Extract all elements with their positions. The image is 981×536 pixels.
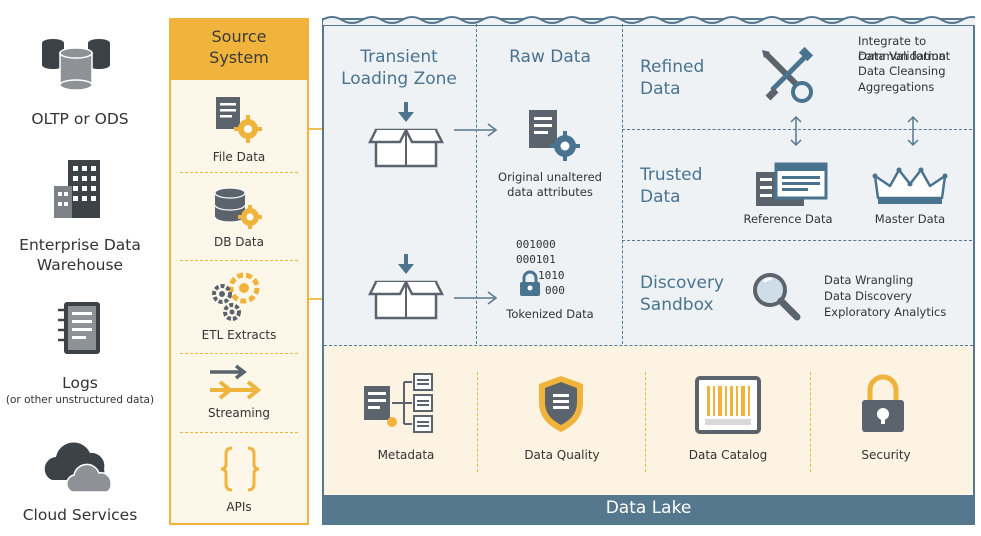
zone-divider [622,240,972,241]
open-box-icon [367,102,445,168]
data-lake-title: Data Lake [605,498,692,518]
source-edw-label: Enterprise Data Warehouse [19,236,141,274]
zone-divider [622,24,623,344]
transient-to-raw-arrow [454,291,498,305]
refined-note: Data Validation [858,49,946,63]
governance-quality-label: Data Quality [524,448,600,462]
metadata-icon [364,373,433,433]
discovery-zone-title: Discovery Sandbox [640,273,724,315]
file-gear-icon [216,97,262,143]
binary-line: 000101 [516,253,556,266]
zone-divider [622,129,972,130]
reference-data-label: Reference Data [743,212,833,226]
source-logs-sublabel: (or other unstructured data) [5,394,155,406]
source-item-apis: APIs [226,500,252,514]
source-divider [180,172,298,173]
binary-line: 1010 [538,269,565,282]
master-data-label: Master Data [874,212,946,226]
data-lake-footer [322,495,975,525]
tokenized-data-label: Tokenized Data [506,307,594,321]
double-arrow-icon [907,115,919,147]
water-wave-edge [322,16,975,26]
streaming-arrows-icon [210,364,262,400]
source-oltp-label: OLTP or ODS [31,110,129,128]
governance-divider [477,372,478,472]
notebook-icon [58,302,100,354]
refined-note: Data Cleansing [858,64,946,78]
open-box-icon [367,254,445,320]
shield-icon [539,376,583,432]
transient-zone-title: Transient Loading Zone [341,47,457,89]
trusted-zone-title: Trusted Data [640,165,703,207]
refined-zone-title: Refined Data [640,57,705,99]
zone-divider [476,24,477,344]
cloud-icon [44,442,112,493]
source-system-title: Source System [209,27,269,67]
padlock-icon [520,270,540,296]
source-divider [180,432,298,433]
source-divider [180,353,298,354]
source-cloud-label: Cloud Services [22,506,138,524]
discovery-note: Data Discovery [824,289,912,303]
refined-note: Aggregations [858,80,935,94]
discovery-note: Exploratory Analytics [824,305,947,319]
source-item-streaming: Streaming [208,406,270,420]
barcode-icon [695,376,761,434]
gears-icon [212,272,260,321]
governance-metadata-label: Metadata [377,448,435,462]
governance-security-label: Security [861,448,911,462]
double-arrow-icon [790,115,802,147]
database-gear-icon [214,187,262,229]
wrench-screwdriver-icon [762,46,814,103]
source-item-db-data: DB Data [214,235,264,249]
raw-zone-title: Raw Data [509,47,591,67]
reference-docs-icon [756,162,828,206]
binary-line: 000 [545,284,565,297]
database-cylinders-icon [42,39,110,91]
raw-description: Original unaltered data attributes [498,170,602,199]
file-gear-icon [529,110,580,161]
binary-line: 001000 [516,238,556,251]
padlock-icon [862,374,904,432]
governance-divider [645,372,646,472]
source-system-header [169,18,309,80]
building-icon [54,160,100,218]
braces-icon [220,446,260,492]
zone-divider [324,345,973,346]
governance-divider [810,372,811,472]
source-logs-label: Logs [62,374,98,392]
crown-icon [872,167,948,204]
source-item-etl-extracts: ETL Extracts [201,328,277,342]
source-item-file-data: File Data [212,150,266,164]
magnifier-icon [753,273,801,321]
governance-catalog-label: Data Catalog [688,448,768,462]
transient-to-raw-arrow [454,123,498,137]
discovery-note: Data Wrangling [824,273,914,287]
source-divider [180,260,298,261]
refined-note: Integrate to common format [858,34,951,63]
